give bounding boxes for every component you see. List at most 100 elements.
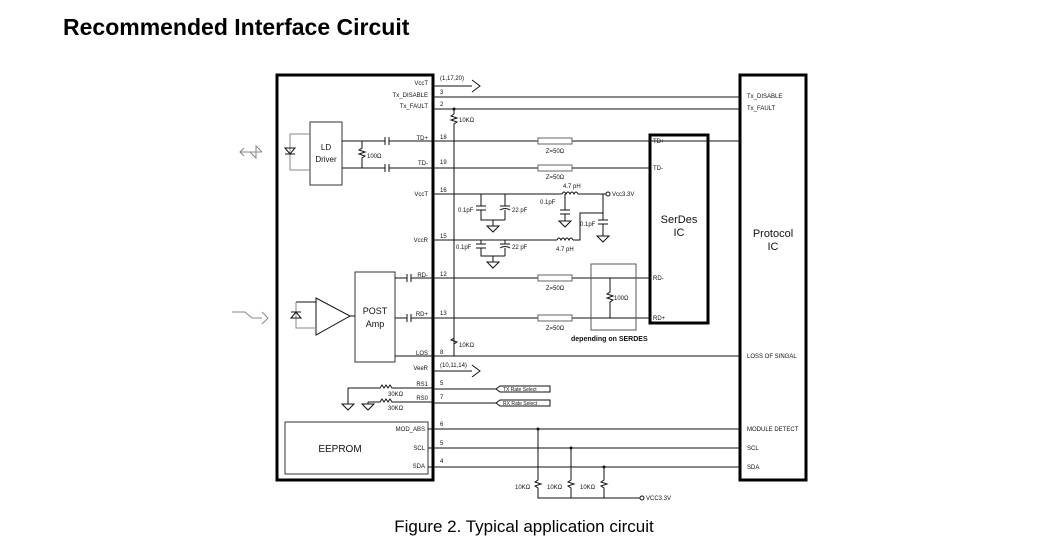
- photodiode-wire: [295, 302, 316, 329]
- post-amp-block: [354, 271, 396, 363]
- protocol-pin-los: LOSS OF SINGAL: [747, 354, 797, 360]
- i2c-wires: [428, 428, 740, 468]
- vcct-caps: [476, 194, 511, 233]
- rate-select-ports: [495, 385, 551, 407]
- pin-label-vcct2: VccT: [414, 192, 428, 198]
- pin-num-veer: (10,11,14): [440, 363, 467, 369]
- pin-label-tdplus: TD+: [416, 136, 428, 142]
- page-title: Recommended Interface Circuit: [63, 14, 410, 40]
- pin-num-modabs: 6: [440, 422, 444, 428]
- z-rd-plus-resistor: [537, 314, 573, 322]
- serdes-pin-tdminus: TD-: [653, 166, 663, 172]
- z-td-minus-resistor: [537, 164, 573, 172]
- ld-term-label: 100Ω: [367, 154, 382, 160]
- light-out-arrow-icon: [239, 144, 263, 160]
- protocol-label-1: Protocol: [753, 228, 793, 240]
- rs1-res-label: 30KΩ: [388, 392, 404, 398]
- tia-amplifier-icon: [315, 297, 352, 336]
- vccr-filter-wire: [433, 194, 604, 241]
- rd-term-resistor: [605, 278, 615, 318]
- i2c-pullups: [533, 429, 640, 499]
- photodiode-icon: [289, 311, 303, 319]
- cap-t3-label: 0.1pF: [540, 200, 556, 206]
- vccr-caps: [476, 240, 511, 269]
- rd-coupling-caps: [406, 274, 412, 322]
- pin-label-rs0: RS0: [416, 396, 428, 402]
- light-in-arrow-icon: [232, 311, 269, 325]
- serdes-label-2: IC: [674, 227, 685, 239]
- cap-t2-label: 22 pF: [512, 208, 528, 214]
- pin-num-tdplus: 18: [440, 135, 447, 141]
- pin-label-rs1: RS1: [416, 382, 428, 388]
- vcc-node: [605, 191, 611, 197]
- rs1-resistor: [340, 384, 433, 411]
- pin-label-los: LOS: [416, 351, 428, 357]
- pullup-los-resistor: [449, 337, 459, 356]
- laser-diode-icon: [283, 147, 297, 155]
- pin-num-vccr: 15: [440, 234, 447, 240]
- protocol-pin-txdisable: Tx_DISABLE: [747, 94, 782, 100]
- eeprom-label: EEPROM: [318, 444, 361, 455]
- pin-label-vcct: VccT: [414, 81, 428, 87]
- vcct-arrow-icon: [471, 79, 481, 93]
- ld-driver-label-2: Driver: [315, 155, 337, 164]
- cap-r1-label: 0.1pF: [456, 245, 472, 251]
- pin-label-sda: SDA: [413, 464, 425, 470]
- veer-arrow-icon: [471, 364, 481, 378]
- rs0-resistor: [360, 398, 433, 411]
- vcc-bottom-node: [639, 495, 645, 501]
- ind-t-label: 4.7 pH: [563, 184, 581, 190]
- junction-dot: [452, 107, 456, 111]
- inductor-r-icon: [556, 237, 574, 242]
- pullup-los-label: 10KΩ: [459, 343, 475, 349]
- pin-num-sda: 4: [440, 459, 444, 465]
- pin-num-scl: 5: [440, 441, 444, 447]
- i2c-r3-label: 10KΩ: [580, 485, 596, 491]
- laser-diode-wire: [289, 133, 310, 171]
- ind-r-label: 4.7 pH: [556, 247, 574, 253]
- pin-num-rdplus: 13: [440, 311, 447, 317]
- serdes-pin-tdplus: TD+: [653, 139, 665, 145]
- cap-t3: [557, 194, 573, 228]
- protocol-pin-moddetect: MODULE DETECT: [747, 427, 799, 433]
- z-td-plus-resistor: [537, 137, 573, 145]
- serdes-pin-rdminus: RD-: [653, 276, 664, 282]
- pin-num-los: 8: [440, 350, 444, 356]
- pullup-txfault-label: 10KΩ: [459, 118, 475, 124]
- inductor-t-icon: [561, 191, 579, 196]
- protocol-pin-sda: SDA: [747, 465, 759, 471]
- z-td-minus-label: Z=50Ω: [546, 175, 565, 181]
- pin-label-txdisable: Tx_DISABLE: [393, 93, 428, 99]
- pin-num-rs1: 5: [440, 381, 444, 387]
- cap-t1-label: 0.1pF: [458, 208, 474, 214]
- pin-label-rdplus: RD+: [416, 312, 429, 318]
- pin-label-modabs: MOD_ABS: [396, 427, 425, 433]
- pin-label-tdminus: TD-: [418, 161, 428, 167]
- tx-rate-label: TX Rate Select: [503, 387, 537, 393]
- serdes-ic-block: [648, 133, 710, 325]
- figure-caption: Figure 2. Typical application circuit: [394, 517, 654, 536]
- protocol-ic-block: [738, 73, 808, 482]
- protocol-pin-txfault: Tx_FAULT: [747, 106, 776, 112]
- pin-label-vccr: VccR: [414, 238, 429, 244]
- post-amp-label-2: Amp: [366, 319, 385, 329]
- rate-select-wires: [433, 388, 496, 404]
- serdes-label-1: SerDes: [661, 214, 698, 226]
- tia-wire: [296, 301, 355, 317]
- z-rd-minus-resistor: [537, 274, 573, 282]
- z-rd-plus-label: Z=50Ω: [546, 326, 565, 332]
- z-rd-minus-label: Z=50Ω: [546, 286, 565, 292]
- z-td-plus-label: Z=50Ω: [546, 149, 565, 155]
- serdes-pin-rdplus: RD+: [653, 316, 666, 322]
- ld-driver-label-1: LD: [321, 143, 331, 152]
- pin-num-vcct: (1,17,20): [440, 76, 464, 82]
- depending-label: depending on SERDES: [571, 336, 648, 343]
- pin-num-vcct2: 16: [440, 188, 447, 194]
- i2c-r2-label: 10KΩ: [547, 485, 563, 491]
- pullup-rail: [449, 109, 459, 354]
- pin-label-rdminus: RD-: [417, 273, 428, 279]
- vcc-bottom-label: VCC3.3V: [646, 496, 671, 502]
- rs0-res-label: 30KΩ: [388, 406, 404, 412]
- cap-r3-label: 0.1pF: [580, 222, 596, 228]
- cap-r3: [595, 213, 611, 243]
